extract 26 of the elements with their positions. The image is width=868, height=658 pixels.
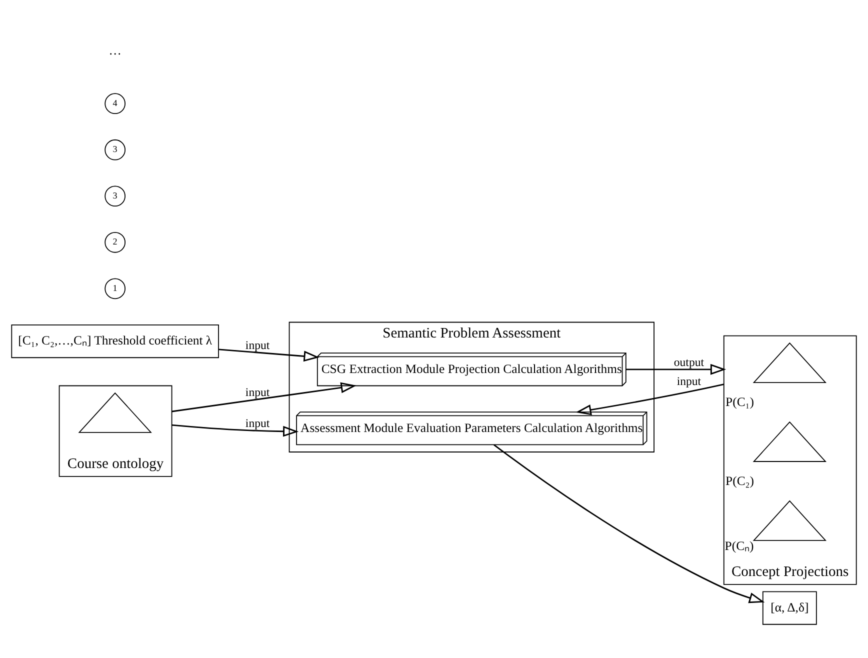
arrow (626, 363, 726, 374)
arrow (172, 424, 299, 436)
node-picture (752, 420, 827, 462)
node-picture (78, 392, 152, 432)
node-circle: 2 (104, 231, 126, 252)
node-box: [α, Δ,δ] (762, 590, 817, 624)
node-circle: 3 (104, 185, 126, 206)
node-circle: 3 (104, 138, 126, 160)
node-label: P(C₂) (726, 473, 754, 488)
node-picture (752, 342, 827, 383)
cluster: Course ontology (58, 384, 172, 476)
node-label: P(Cₙ) (724, 538, 754, 553)
node-circle: 1 (104, 278, 126, 299)
arrow (172, 382, 356, 412)
edge-label: input (245, 415, 270, 430)
label: … (108, 42, 122, 57)
arrow (218, 348, 320, 362)
edge-label: input (676, 374, 702, 388)
edge-label: output (674, 354, 704, 369)
node-picture (752, 500, 827, 540)
node-circle: 4 (104, 92, 126, 114)
edge-label: input (245, 337, 270, 352)
edge-label: input (245, 384, 270, 399)
node-label: P(C₁) (726, 394, 754, 408)
arrow (494, 444, 765, 603)
node-box: [C₁, C₂,…,Cₙ] Threshold coefficient λ (11, 324, 219, 358)
